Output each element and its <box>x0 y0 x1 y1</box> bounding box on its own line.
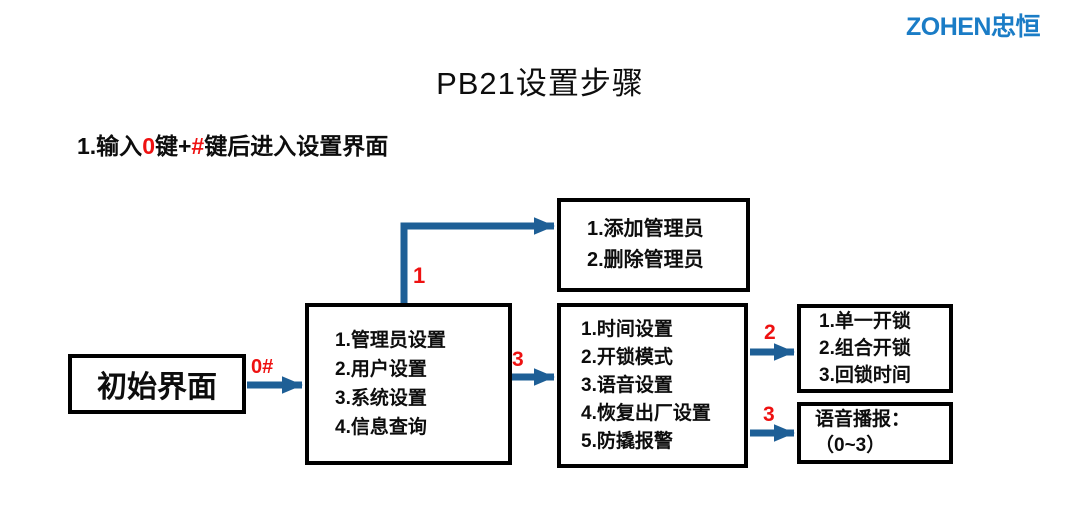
box-line: 1.时间设置 <box>581 318 673 340</box>
box-line: 4.恢复出厂设置 <box>581 402 711 424</box>
instruction-text: 键后进入设置界面 <box>204 133 389 159</box>
instruction-text: 键+ <box>154 133 192 159</box>
box-line: 语音播报： <box>815 409 911 430</box>
key-0-highlight: 0 <box>142 133 155 159</box>
voice-broadcast-box: 语音播报： （0~3） <box>797 402 953 464</box>
box-line: 1.添加管理员 <box>587 218 704 240</box>
step-instruction: 1.输入0键+#键后进入设置界面 <box>77 127 388 161</box>
instruction-text: 1.输入 <box>77 133 143 159</box>
unlock-mode-box: 1.单一开锁 2.组合开锁 3.回锁时间 <box>797 304 953 393</box>
box-line: 3.语音设置 <box>581 374 673 396</box>
edge-label-1: 1 <box>413 263 426 288</box>
system-settings-box: 1.时间设置 2.开锁模式 3.语音设置 4.恢复出厂设置 5.防撬报警 <box>557 303 748 468</box>
box-line: 3.回锁时间 <box>819 365 911 386</box>
box-line: 2.组合开锁 <box>819 338 911 359</box>
edge-label-3-system: 3 <box>512 348 524 371</box>
box-line: （0~3） <box>815 435 886 456</box>
box-line: 2.删除管理员 <box>587 249 704 271</box>
arrow-menu-to-admin <box>400 217 555 306</box>
edge-label-3-voice: 3 <box>763 403 775 426</box>
initial-screen-box: 初始界面 <box>68 354 246 414</box>
edge-label-0hash: 0# <box>251 356 274 378</box>
admin-settings-box: 1.添加管理员 2.删除管理员 <box>557 198 750 292</box>
brand-logo: ZOHEN忠恒 <box>905 13 1041 41</box>
box-line: 5.防撬报警 <box>581 430 673 452</box>
box-line: 1.管理员设置 <box>335 330 446 351</box>
box-line: 1.单一开锁 <box>819 311 911 332</box>
box-line: 初始界面 <box>97 371 217 404</box>
edge-label-2: 2 <box>764 321 776 344</box>
box-line: 4.信息查询 <box>335 417 427 438</box>
box-line: 2.开锁模式 <box>581 346 673 368</box>
box-line: 3.系统设置 <box>335 388 427 409</box>
box-line: 2.用户设置 <box>335 359 427 380</box>
main-menu-box: 1.管理员设置 2.用户设置 3.系统设置 4.信息查询 <box>305 303 512 465</box>
key-hash-highlight: # <box>191 133 205 159</box>
page-title: PB21设置步骤 <box>436 66 644 101</box>
